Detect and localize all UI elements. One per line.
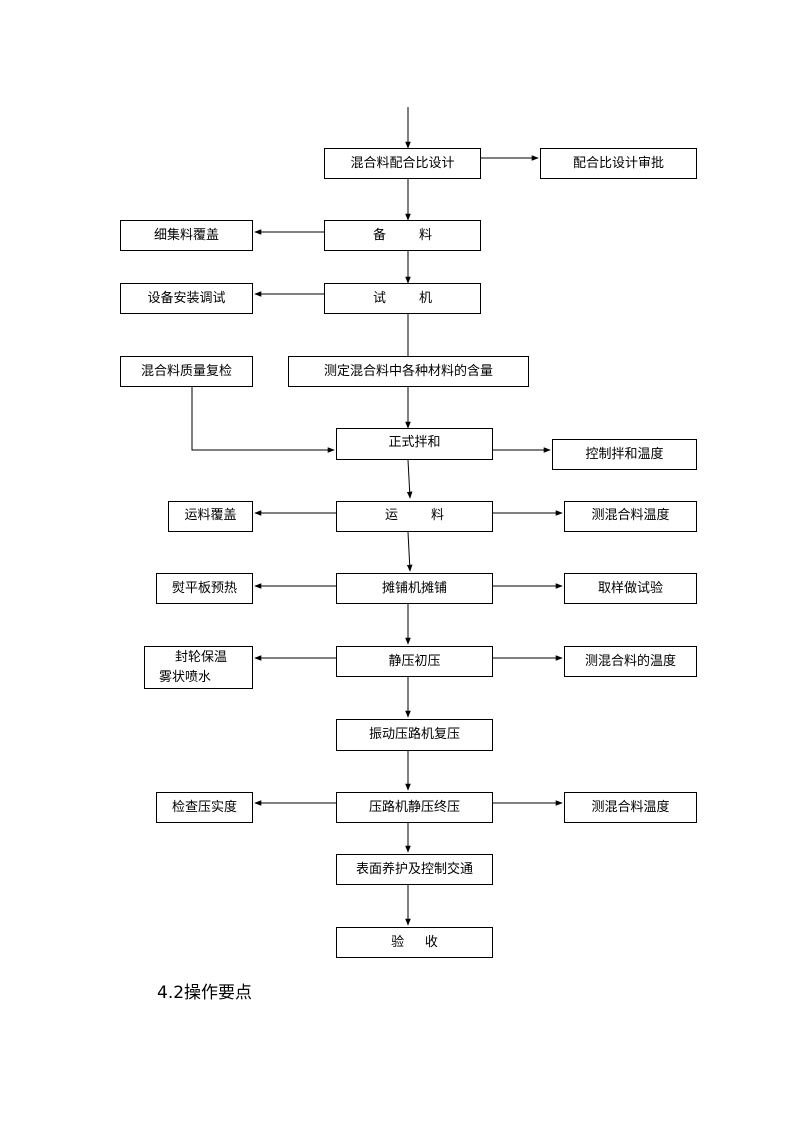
step-label: 正式拌和 xyxy=(388,435,441,450)
step-label: 验 收 xyxy=(391,934,438,950)
side-label: 测混合料的温度 xyxy=(584,653,676,669)
step-final-rolling: 压路机静压终压 xyxy=(336,792,493,823)
side-label: 配合比设计审批 xyxy=(572,155,664,171)
step-transport: 运 料 xyxy=(336,501,493,532)
step-trial-run: 试 机 xyxy=(324,283,481,314)
side-label: 取样做试验 xyxy=(597,580,663,596)
arrow-transport-to-paving xyxy=(406,531,413,572)
step-material-prep: 备 料 xyxy=(324,220,481,251)
side-label-line1: 封轮保温 xyxy=(175,649,228,665)
side-mixing-temperature: 控制拌和温度 xyxy=(552,439,697,470)
step-label: 静压初压 xyxy=(388,653,441,669)
step-content-test: 测定混合料中各种材料的含量 xyxy=(288,356,529,387)
side-final-temperature: 测混合料温度 xyxy=(564,792,697,823)
side-fine-aggregate-cover: 细集料覆盖 xyxy=(120,220,253,251)
step-label: 表面养护及控制交通 xyxy=(355,861,473,877)
side-label: 设备安装调试 xyxy=(147,290,226,306)
step-vibration-rolling: 振动压路机复压 xyxy=(336,719,493,751)
side-rolling-temperature: 测混合料的温度 xyxy=(564,646,697,677)
arrow-quality-recheck-to-mixing xyxy=(191,386,335,453)
side-label-line2: 雾状喷水 xyxy=(159,669,212,685)
step-mix-design: 混合料配合比设计 xyxy=(324,148,481,179)
section-heading: 4.2操作要点 xyxy=(157,983,253,1003)
arrow-mixing-to-transport xyxy=(406,459,413,499)
side-compaction-check: 检查压实度 xyxy=(156,792,253,823)
side-label: 细集料覆盖 xyxy=(153,227,219,243)
step-label: 运 料 xyxy=(384,508,445,523)
step-label: 压路机静压终压 xyxy=(368,799,460,815)
side-label: 测混合料温度 xyxy=(591,799,670,815)
step-curing: 表面养护及控制交通 xyxy=(336,854,493,885)
side-mix-design-approval: 配合比设计审批 xyxy=(540,148,697,179)
side-transport-cover: 运料覆盖 xyxy=(168,501,253,532)
side-label: 测混合料温度 xyxy=(591,508,670,523)
side-transport-temperature: 测混合料温度 xyxy=(564,501,697,532)
side-label: 控制拌和温度 xyxy=(585,446,664,462)
step-mixing: 正式拌和 xyxy=(336,428,493,460)
step-label: 测定混合料中各种材料的含量 xyxy=(323,363,493,379)
side-sampling-test: 取样做试验 xyxy=(564,573,697,604)
side-screed-preheat: 熨平板预热 xyxy=(156,573,253,604)
step-label: 备 料 xyxy=(372,227,433,243)
step-paving: 摊铺机摊铺 xyxy=(336,573,493,604)
side-label: 运料覆盖 xyxy=(184,508,237,523)
step-initial-rolling: 静压初压 xyxy=(336,646,493,677)
step-acceptance: 验 收 xyxy=(336,927,493,958)
step-label: 混合料配合比设计 xyxy=(350,155,455,171)
step-label: 试 机 xyxy=(372,290,433,306)
side-equipment-setup: 设备安装调试 xyxy=(120,283,253,314)
step-label: 摊铺机摊铺 xyxy=(381,580,447,596)
side-label: 检查压实度 xyxy=(171,799,237,815)
side-label: 熨平板预热 xyxy=(171,580,237,596)
step-label: 振动压路机复压 xyxy=(368,727,460,742)
side-wheel-insulation: 封轮保温 雾状喷水 xyxy=(144,646,253,689)
side-label: 混合料质量复检 xyxy=(140,363,232,379)
side-mix-quality-recheck: 混合料质量复检 xyxy=(120,356,253,387)
